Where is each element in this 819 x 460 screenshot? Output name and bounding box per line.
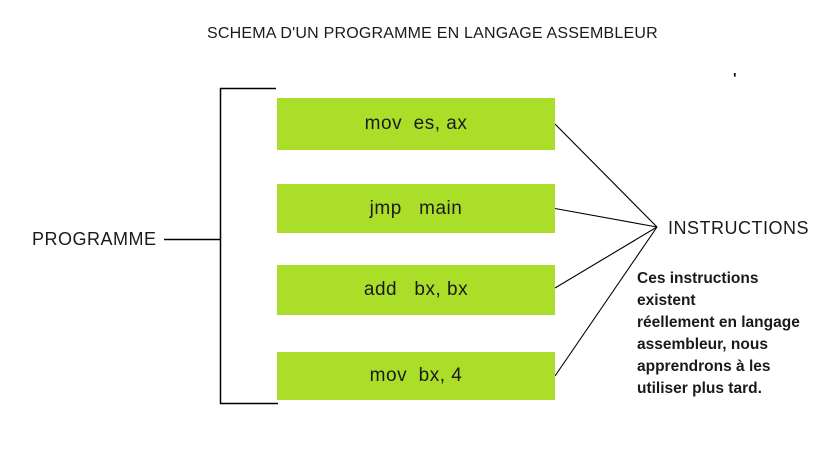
note-line-2: réellement en langage xyxy=(637,314,800,331)
instruction-label-2: jmp main xyxy=(369,197,463,219)
program-bracket xyxy=(219,87,278,405)
instruction-box-4: mov bx, 4 xyxy=(277,352,555,400)
instructions-label: INSTRUCTIONS xyxy=(668,218,809,238)
note-line-4: apprendrons à les xyxy=(637,358,771,375)
instruction-box-2: jmp main xyxy=(277,184,555,233)
diagram-title: SCHEMA D'UN PROGRAMME EN LANGAGE ASSEMBL… xyxy=(207,25,658,42)
note: Ces instructions existent réellement en … xyxy=(637,268,819,400)
note-line-5: utiliser plus tard. xyxy=(637,380,762,397)
instruction-label-3: add bx, bx xyxy=(363,279,469,300)
instruction-box-1: mov es, ax xyxy=(277,98,555,150)
instruction-label-1: mov es, ax xyxy=(364,113,468,134)
stray-apostrophe-mark: ' xyxy=(733,70,737,87)
note-line-3: assembleur, nous xyxy=(637,336,768,353)
connector-box1-instructions xyxy=(554,123,658,228)
instruction-label-4: mov bx, 4 xyxy=(369,365,463,386)
instruction-box-3: add bx, bx xyxy=(277,265,555,315)
connector-box2-instructions xyxy=(554,207,658,228)
program-label: PROGRAMME xyxy=(32,229,157,249)
note-line-1: Ces instructions existent xyxy=(637,270,759,309)
